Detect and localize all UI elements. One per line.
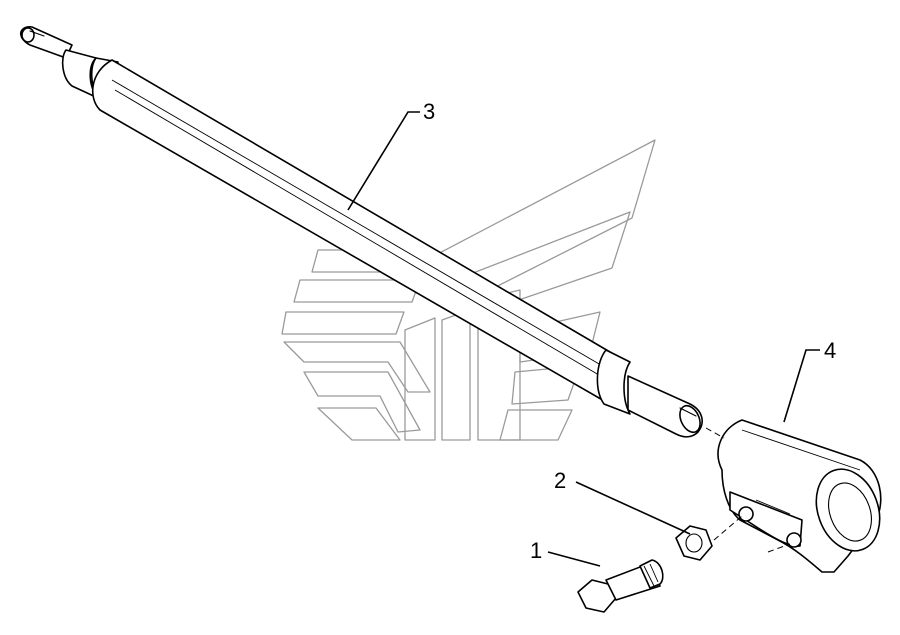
assembly-line-nut bbox=[713, 515, 743, 541]
leader-line-4 bbox=[783, 349, 820, 423]
callout-3: 3 bbox=[423, 99, 435, 124]
callout-4: 4 bbox=[824, 338, 836, 363]
assembly-line-shaft bbox=[705, 427, 725, 439]
shaft bbox=[20, 26, 703, 438]
clamp-coupling bbox=[717, 419, 882, 573]
callout-1: 1 bbox=[530, 538, 542, 563]
callout-2: 2 bbox=[554, 468, 566, 493]
leader-line-3 bbox=[347, 111, 420, 211]
nut bbox=[675, 525, 713, 561]
assembly-line-bolt bbox=[767, 543, 791, 553]
leader-line-2 bbox=[575, 481, 691, 535]
leader-line-1 bbox=[547, 551, 601, 567]
bolt bbox=[577, 559, 664, 613]
